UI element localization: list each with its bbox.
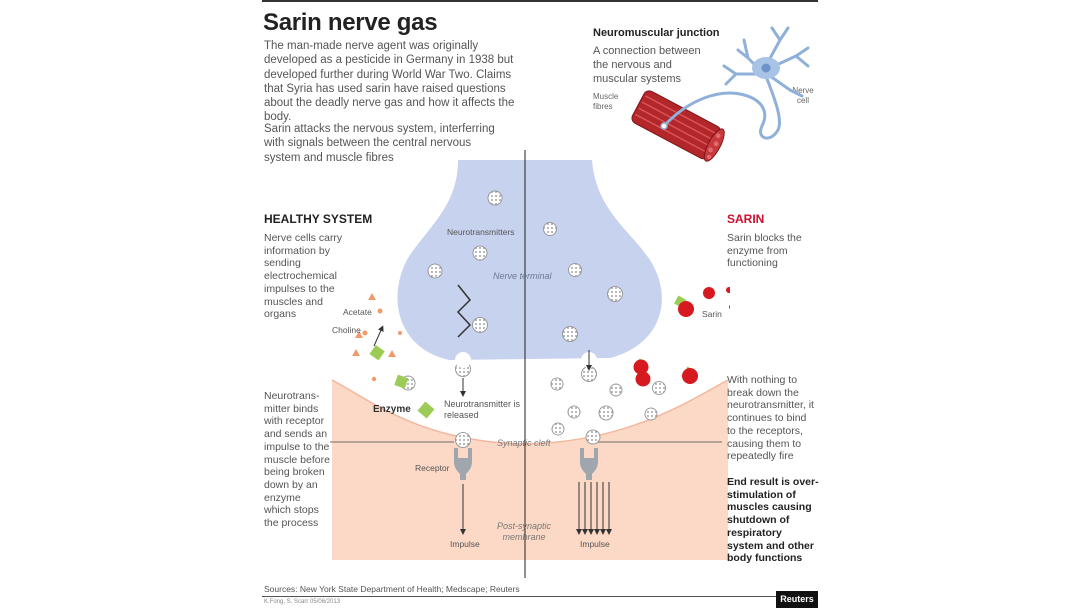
intro-text: The man-made nerve agent was originally … [264,40,515,124]
nerve-cell-label: Nerve cell [792,86,814,105]
nmj-title: Neuromuscular junction [593,27,720,39]
credit-text: K.Fong, S. Scarr 05/06/2013 [264,599,341,605]
sarin-description: Sarin blocks the enzyme from functioning [727,232,802,270]
top-rule [262,0,818,2]
synapse-diagram [330,150,730,578]
sarin-binding-text: With nothing to break down the neurotran… [727,374,814,463]
post-synaptic-membrane-label: Post-synaptic membrane [496,521,552,542]
impulse-label-sarin: Impulse [580,539,610,549]
muscle-fibre-bundle-icon [631,90,725,162]
acetate-choline-particles [352,293,402,382]
sarin-title: SARIN [727,212,765,226]
neuromuscular-illustration [631,26,810,162]
sources-text: Sources: New York State Department of He… [264,584,520,594]
enzyme-icons [369,345,435,419]
nmj-description: A connection between the nervous and mus… [593,45,701,85]
nerve-terminal-label: Nerve terminal [493,271,552,281]
nerve-terminal-shape [397,160,662,360]
sarin-end-result: End result is over-stimulation of muscle… [727,476,819,565]
neurotransmitter-released-label: Neurotransmitter is released [444,399,521,420]
healthy-system-binding-text: Neurotrans-mitter binds with receptor an… [264,390,330,530]
muscle-fibres-label: Muscle fibres [593,92,619,111]
post-synaptic-membrane-shape [332,380,728,560]
intro-text-2: Sarin attacks the nervous system, interf… [264,123,495,164]
sarin-molecules [633,287,730,387]
healthy-system-description: Nerve cells carry information by sending… [264,232,343,321]
impulse-label-healthy: Impulse [450,539,480,549]
acetate-label: Acetate [343,307,372,317]
neurotransmitter-vesicles [400,190,666,448]
bottom-rule [262,596,818,597]
synaptic-cleft-label: Synaptic cleft [497,438,551,448]
sarin-molecule-label: Sarin [702,309,722,319]
nerve-signal-zigzag [456,284,472,338]
reuters-logo: Reuters [776,591,818,608]
neurotransmitters-label: Neurotransmitters [447,227,515,237]
enzyme-label: Enzyme [373,404,411,415]
receptor-icon [454,448,598,480]
choline-label: Choline [332,325,361,335]
receptor-label: Receptor [415,463,450,473]
healthy-system-title: HEALTHY SYSTEM [264,212,373,226]
page-title: Sarin nerve gas [263,9,438,36]
